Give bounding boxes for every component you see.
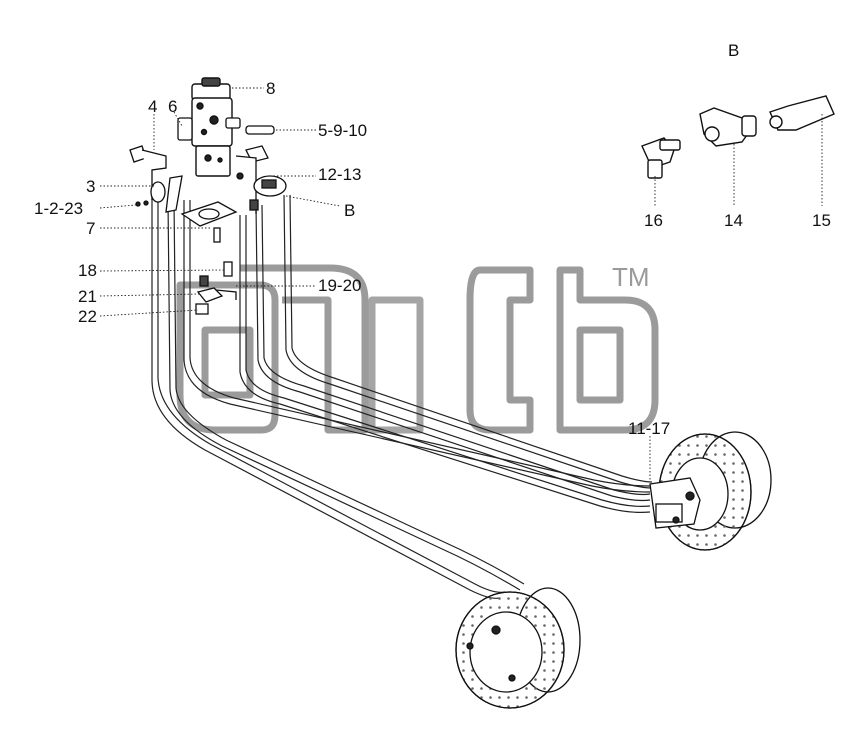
callout-11-17: 11-17 xyxy=(628,419,671,438)
callout-19-20: 19-20 xyxy=(318,276,362,295)
hydraulic-hoses xyxy=(151,190,653,599)
callout-5-9-10: 5-9-10 xyxy=(318,121,368,140)
leader-lines xyxy=(99,87,823,480)
callout-8: 8 xyxy=(266,79,276,98)
callout-21: 21 xyxy=(78,287,97,306)
callout-18: 18 xyxy=(78,261,97,280)
detail-b-parts xyxy=(641,95,835,179)
callout-14: 14 xyxy=(724,211,743,230)
valve-fittings xyxy=(195,261,237,315)
callout-4: 4 xyxy=(148,97,158,116)
final-drive-lower xyxy=(455,587,581,709)
watermark-logo xyxy=(176,264,659,434)
callout-6: 6 xyxy=(168,97,178,116)
callout-16: 16 xyxy=(644,211,663,230)
elbow-fittings xyxy=(129,117,287,214)
callout-b: B xyxy=(344,201,356,220)
mounting-plate xyxy=(180,201,238,243)
rotary-joint xyxy=(191,77,233,177)
final-drive-right xyxy=(649,431,772,551)
callout-22: 22 xyxy=(78,307,97,326)
callout-7: 7 xyxy=(86,219,96,238)
callout-15: 15 xyxy=(812,211,831,230)
callout-12-13: 12-13 xyxy=(318,165,362,184)
view-label-b: B xyxy=(728,41,740,60)
callout-3: 3 xyxy=(86,177,96,196)
watermark-tm: TM xyxy=(612,262,650,292)
callout-1-2-23: 1-2-23 xyxy=(34,199,84,218)
